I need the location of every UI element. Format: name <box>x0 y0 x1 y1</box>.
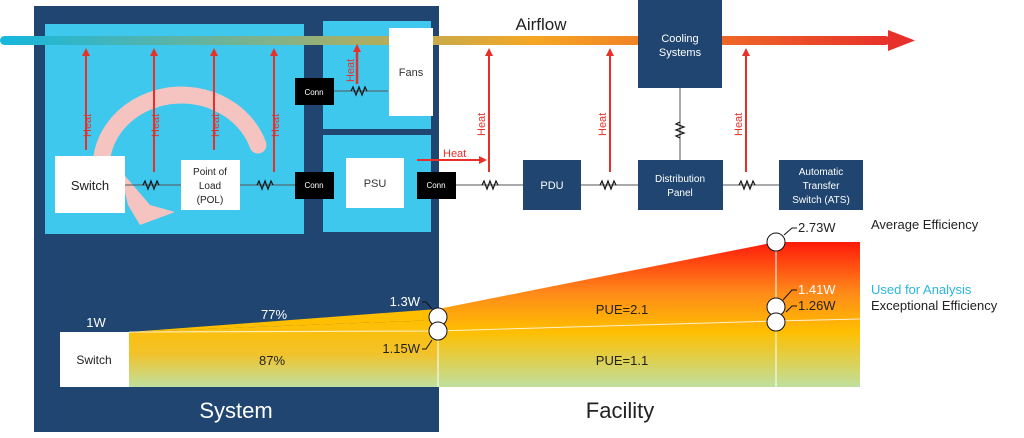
point-1-15w <box>428 321 448 341</box>
switch-eff-label: Switch <box>76 353 111 367</box>
efficiency-points <box>428 232 786 341</box>
exceptional-line <box>128 318 861 333</box>
airflow-bar <box>0 36 890 45</box>
conn-label: Conn <box>304 181 323 190</box>
watts-1-3: 1.3W <box>390 294 421 309</box>
heat-label: Heat <box>733 113 745 136</box>
conn-label: Conn <box>304 88 323 97</box>
watts-1-41: 1.41W <box>798 282 836 297</box>
airflow-label: Airflow <box>515 15 567 34</box>
system-loss-wedge <box>129 309 438 332</box>
heat-label: Heat <box>443 148 466 160</box>
heat-arrows-system <box>82 44 750 172</box>
efficiency-77: 77% <box>261 307 287 322</box>
used-for-analysis-label: Used for Analysis <box>871 282 972 297</box>
watts-1-26: 1.26W <box>798 298 836 313</box>
ats-label-2: Transfer <box>803 181 841 192</box>
distribution-panel-box <box>638 160 723 210</box>
heat-label: Heat <box>476 113 488 136</box>
dp-label-1: Distribution <box>655 174 705 185</box>
system-label: System <box>199 398 272 423</box>
fans-label: Fans <box>399 67 424 79</box>
heat-label: Heat <box>270 114 282 137</box>
ats-label-1: Automatic <box>799 167 843 178</box>
switch-eff-box <box>60 332 129 387</box>
pue-2-1: PUE=2.1 <box>596 302 648 317</box>
heat-label: Heat <box>150 114 162 137</box>
point-2-73w <box>766 232 786 252</box>
psu-box <box>346 158 404 208</box>
average-efficiency-label: Average Efficiency <box>871 217 979 232</box>
pue-1-1: PUE=1.1 <box>596 353 648 368</box>
pol-label-3: (POL) <box>197 195 224 206</box>
switch-box <box>55 156 125 213</box>
watts-2-73: 2.73W <box>798 220 836 235</box>
fans-box <box>389 28 433 116</box>
conn-label: Conn <box>426 181 445 190</box>
cooling-label-2: Systems <box>659 47 702 59</box>
point-1-26w <box>766 312 786 332</box>
facility-label: Facility <box>586 398 654 423</box>
pol-box <box>181 160 240 210</box>
ats-box <box>779 160 863 210</box>
dp-label-2: Panel <box>667 188 693 199</box>
pol-label-2: Load <box>199 181 221 192</box>
pdu-label: PDU <box>540 180 563 192</box>
heat-label: Heat <box>345 59 357 82</box>
resistor-icons <box>142 85 756 191</box>
airflow-arrowhead-icon <box>888 30 915 51</box>
cooling-label-1: Cooling <box>661 33 698 45</box>
heat-label: Heat <box>597 113 609 136</box>
psu-label: PSU <box>364 178 387 190</box>
efficiency-87: 87% <box>259 353 285 368</box>
ats-label-3: Switch (ATS) <box>792 195 850 206</box>
facility-efficiency-area <box>438 242 860 387</box>
system-efficiency-area <box>129 320 438 387</box>
heat-label: Heat <box>210 114 222 137</box>
connectors <box>295 78 456 199</box>
pol-label-1: Point of <box>193 167 227 178</box>
heat-label: Heat <box>82 114 94 137</box>
exceptional-efficiency-label: Exceptional Efficiency <box>871 298 998 313</box>
switch-label: Switch <box>71 178 109 193</box>
watts-1-15: 1.15W <box>382 341 420 356</box>
circular-arrowhead-icon <box>120 170 175 225</box>
pdu-box <box>523 160 581 210</box>
input-watts: 1W <box>86 315 106 330</box>
